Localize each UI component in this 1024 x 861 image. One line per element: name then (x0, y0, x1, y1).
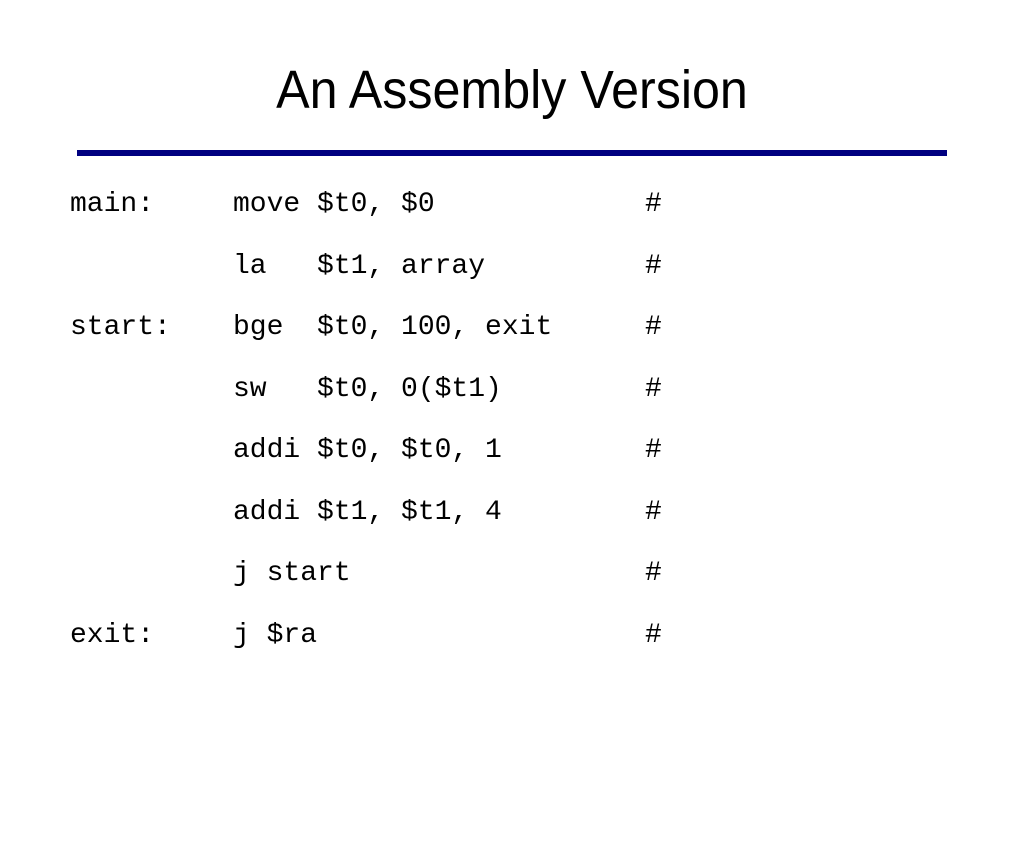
code-instruction: sw $t0, 0($t1) (233, 373, 502, 405)
code-instruction: addi $t1, $t1, 4 (233, 496, 502, 528)
code-instruction: j start (233, 558, 351, 589)
code-line: j start # (70, 549, 662, 611)
code-line: addi $t1, $t1, 4 # (70, 488, 662, 550)
code-line: sw $t0, 0($t1) # (70, 365, 662, 427)
code-line: addi $t0, $t0, 1 # (70, 426, 662, 488)
code-line: start: bge $t0, 100, exit # (70, 303, 662, 365)
code-comment: # (645, 250, 662, 282)
title-divider (77, 150, 947, 156)
code-label: exit: (70, 619, 155, 651)
code-comment: # (645, 189, 662, 220)
code-comment: # (645, 496, 662, 528)
code-comment: # (645, 312, 662, 343)
code-instruction: j $ra (233, 619, 318, 651)
code-comment: # (645, 373, 662, 405)
code-comment: # (645, 619, 662, 651)
code-comment: # (645, 435, 662, 466)
code-line: main: move $t0, $0 # (70, 180, 662, 242)
code-comment: # (645, 558, 662, 589)
slide-title: An Assembly Version (276, 60, 748, 120)
code-instruction: move $t0, $0 (233, 189, 435, 220)
code-line: exit: j $ra # (70, 611, 662, 673)
assembly-code-listing: main: move $t0, $0 # la $t1, array # sta… (70, 180, 662, 673)
code-instruction: la $t1, array (233, 250, 486, 282)
code-label: start: (70, 312, 171, 343)
code-instruction: bge $t0, 100, exit (233, 312, 553, 343)
code-label: main: (70, 189, 155, 220)
code-line: la $t1, array # (70, 242, 662, 304)
code-instruction: addi $t0, $t0, 1 (233, 435, 502, 466)
